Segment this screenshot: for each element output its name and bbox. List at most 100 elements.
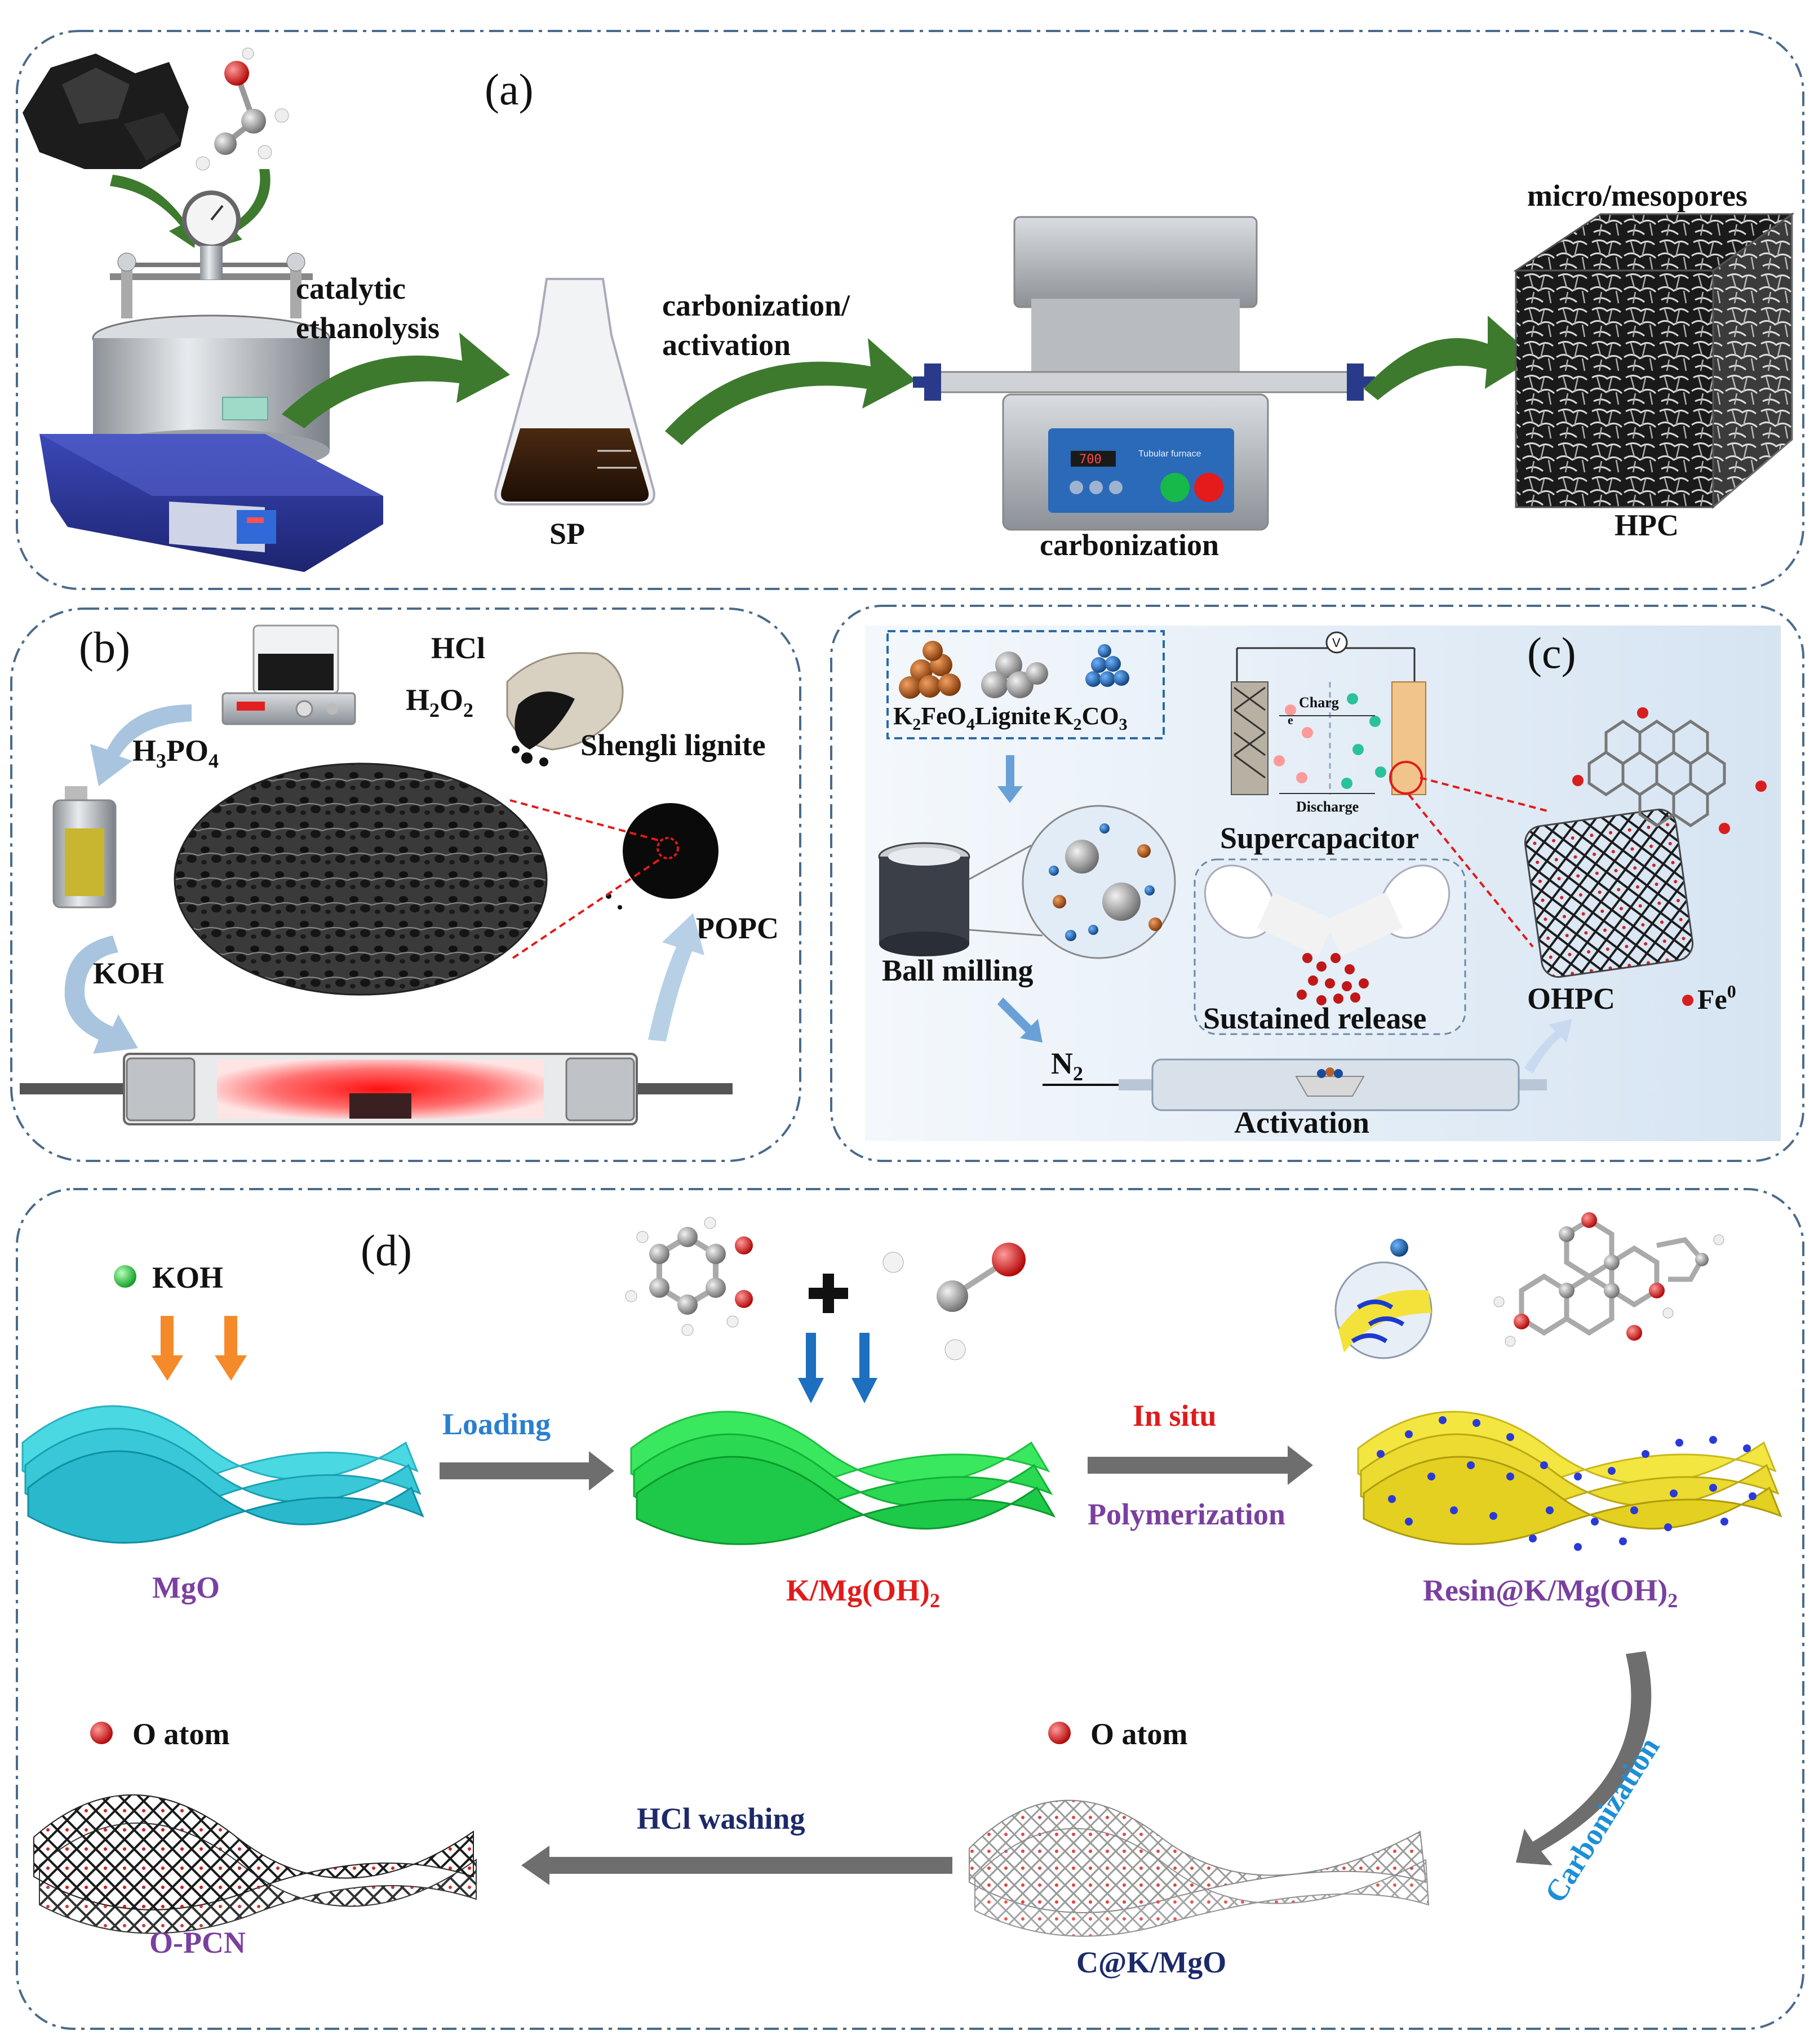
panel-c-border — [830, 605, 1804, 1162]
supercapacitor-diagram: V Charg e Discharge — [1231, 631, 1426, 815]
phenol-molecule — [625, 1217, 753, 1336]
h2o2-sub2: 2 — [463, 699, 473, 721]
h3po4-sub1: 3 — [156, 750, 166, 772]
k2feo4-spheres — [899, 641, 961, 699]
mgo-label: MgO — [152, 1571, 220, 1604]
mgo-sheets — [21, 1405, 424, 1544]
fe0-label: Fe0 — [1697, 981, 1736, 1015]
n2-label: N2 — [1051, 1047, 1083, 1085]
sustained-release-box — [1194, 858, 1466, 1035]
panel-a: (a) — [16, 30, 1804, 590]
h2o2-h: H — [406, 683, 429, 717]
hotplate-beaker-image — [221, 624, 356, 725]
h3po4-label: H3PO4 — [132, 734, 219, 772]
k2co3-k: K — [1054, 702, 1073, 730]
resin-label-sub: 2 — [1667, 1589, 1678, 1612]
koh-label-d: KOH — [152, 1261, 223, 1294]
koh-green-sphere — [114, 1265, 136, 1288]
k-mg-oh2-label: K/Mg(OH)2 — [786, 1573, 940, 1612]
panel-a-border — [16, 30, 1804, 590]
k-mg-oh2-sub: 2 — [930, 1589, 940, 1612]
carbonization-label: carbonization — [1040, 528, 1219, 562]
voltmeter-icon — [1325, 631, 1348, 654]
carbonization-activation-label-line2: activation — [662, 328, 791, 362]
h3po4-sub2: 4 — [209, 750, 219, 772]
h2o2-sub1: 2 — [429, 699, 440, 721]
in-situ-label: In situ — [1133, 1399, 1217, 1433]
panel-b-border — [10, 608, 801, 1162]
c-k-mgo-label: C@K/MgO — [1076, 1945, 1226, 1979]
o-atom-dot-left — [90, 1722, 113, 1744]
tube-furnace-image: 700 Tubular furnace — [913, 216, 1375, 531]
resin-structure-molecule — [1519, 1217, 1705, 1336]
carbonization-curved-arrow — [1516, 1651, 1652, 1865]
ohpc-carbon-network — [1524, 707, 1767, 978]
ethanolysis-label-line2: ethanolysis — [296, 311, 440, 345]
zoom-line-top — [509, 799, 661, 842]
polymerization-arrow — [1088, 1446, 1313, 1485]
o-atom-dot-right — [1048, 1722, 1071, 1744]
panel-b-letter: (b) — [79, 623, 130, 672]
hpc-label: HPC — [1615, 508, 1679, 542]
autoclave-vial-image — [52, 786, 117, 908]
shengli-lignite-label: Shengli lignite — [580, 728, 766, 762]
polymerization-label: Polymerization — [1088, 1497, 1285, 1531]
h3po4-h: H — [132, 734, 156, 768]
koh-down-arrow-2 — [215, 1316, 247, 1381]
n2-n: N — [1051, 1047, 1073, 1080]
o-pcn-label: O-PCN — [149, 1926, 246, 1959]
activation-tube-furnace — [1119, 1058, 1547, 1111]
resin-down-arrow-1 — [798, 1333, 824, 1403]
h3po4-po: PO — [166, 734, 209, 768]
h2o2-o: O — [440, 683, 463, 717]
popc-powder-image — [606, 803, 718, 910]
furnace-brand-text: Tubular furnace — [1138, 449, 1201, 459]
hpc-porous-cube — [1513, 212, 1795, 509]
hcl-label: HCl — [431, 631, 485, 665]
activation-label: Activation — [1234, 1106, 1369, 1140]
supercapacitor-label: Supercapacitor — [1220, 821, 1419, 855]
panel-a-letter: (a) — [485, 65, 534, 114]
sp-flask-image — [494, 278, 655, 506]
panel-c-letter: (c) — [1527, 628, 1576, 677]
reagents-down-arrow — [997, 755, 1023, 803]
k2co3-sub2: 3 — [1119, 715, 1128, 734]
popc-curved-arrow — [648, 913, 704, 1041]
fe0-fe: Fe — [1697, 983, 1727, 1015]
h2o2-label: H2O2 — [406, 683, 473, 721]
sp-label: SP — [549, 517, 585, 551]
hcl-washing-arrow — [521, 1846, 952, 1885]
discharge-label: Discharge — [1296, 799, 1359, 815]
electron-label: e — [1288, 713, 1293, 727]
furnace-to-hpc-arrow — [1364, 316, 1536, 400]
milling-to-activation-arrow — [997, 997, 1043, 1043]
resin-coated-sheets — [1357, 1411, 1782, 1551]
resin-zoom-bubble — [1334, 1239, 1432, 1359]
o-atom-label-right: O atom — [1090, 1717, 1187, 1751]
activation-to-ohpc-arrow — [1524, 1019, 1572, 1074]
voltmeter-label: V — [1332, 636, 1341, 650]
k2feo4-sub2: 4 — [966, 715, 975, 734]
panel-d: (d) KOH MgO Loading — [16, 1188, 1804, 2030]
sustained-release-label: Sustained release — [1203, 1001, 1427, 1035]
resin-down-arrow-2 — [851, 1333, 877, 1403]
lignite-spheres — [981, 651, 1048, 698]
loading-label: Loading — [442, 1407, 551, 1441]
k2feo4-k: K — [893, 702, 912, 730]
hcl-washing-label: HCl washing — [637, 1802, 805, 1835]
furnace-display-value: 700 — [1079, 453, 1102, 467]
popc-label: POPC — [696, 911, 779, 945]
charge-label: Charg — [1299, 694, 1339, 711]
panel-d-letter: (d) — [361, 1226, 412, 1275]
carbonization-activation-label-line1: carbonization/ — [662, 289, 850, 322]
zoom-line-bottom — [512, 857, 663, 959]
k2co3-co: CO — [1082, 702, 1119, 730]
panel-d-border — [16, 1188, 1804, 2030]
ethanol-molecule — [196, 47, 289, 171]
red-release-particles — [1297, 953, 1369, 1005]
koh-down-arrow-1 — [151, 1316, 183, 1381]
resin-structure-atoms — [1493, 1212, 1724, 1347]
panel-b: (b) HCl H2O2 Shengli lignite H3PO4 — [10, 608, 801, 1162]
